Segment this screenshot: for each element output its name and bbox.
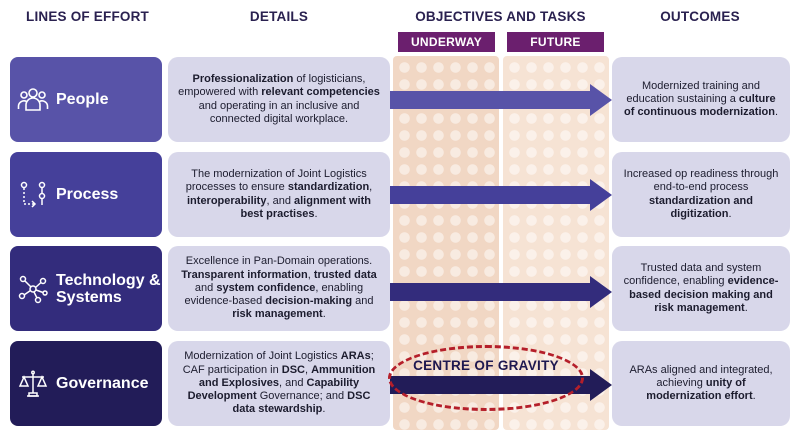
emphasis-text: unity of modernization effort [646, 376, 753, 403]
body-text: , [307, 268, 314, 281]
body-text: The modernization of Joint Logistics pro… [185, 168, 367, 194]
emphasis-text: interoperability [187, 194, 267, 207]
emphasis-text: decision-making [265, 295, 353, 308]
arrow-technology-systems [390, 276, 612, 308]
outcome-process: Increased op readiness through end-to-en… [612, 152, 790, 237]
header-objectives-and-tasks: OBJECTIVES AND TASKS [415, 9, 586, 24]
outcome-governance: ARAs aligned and integrated, achieving u… [612, 341, 790, 426]
body-text: and [194, 281, 217, 294]
emphasis-text: Transparent information [181, 268, 308, 281]
loe-technology-systems: Technology & Systems [10, 246, 162, 331]
body-text: . [752, 390, 756, 403]
outcome-text: Modernized training and education sustai… [620, 80, 782, 120]
loe-people: People [10, 57, 162, 142]
emphasis-text: DSC data stewardship [232, 390, 371, 416]
body-text: . [728, 207, 732, 220]
body-text: , and [278, 376, 307, 389]
network-nodes-icon [10, 274, 56, 304]
body-text: Increased op readiness through end-to-en… [623, 168, 779, 194]
details-text: Professionalization of logisticians, emp… [176, 73, 382, 126]
body-text: ; CAF participation in [182, 350, 374, 376]
arrow-process [390, 179, 612, 211]
emphasis-text: Ammunition and Explosives [198, 363, 376, 389]
body-text: . [744, 301, 748, 314]
details-process: The modernization of Joint Logistics pro… [168, 152, 390, 237]
body-text: , enabling evidence-based [184, 281, 364, 308]
header-lines-of-effort: LINES OF EFFORT [26, 9, 149, 24]
details-text: Modernization of Joint Logistics ARAs; C… [176, 350, 382, 416]
centre-of-gravity-label: CENTRE OF GRAVITY [413, 358, 559, 373]
emphasis-text: trusted data [313, 268, 377, 281]
body-text: Modernized training and education sustai… [626, 79, 761, 105]
emphasis-text: standardization [287, 181, 370, 194]
body-text: , [369, 181, 373, 194]
outcome-text: Increased op readiness through end-to-en… [620, 168, 782, 221]
arrow-people [390, 84, 612, 116]
details-governance: Modernization of Joint Logistics ARAs; C… [168, 341, 390, 426]
loe-process: Process [10, 152, 162, 237]
emphasis-text: DSC [281, 363, 305, 376]
emphasis-text: standardization and digitization [649, 194, 753, 220]
loe-label-technology-systems: Technology & Systems [56, 271, 161, 306]
body-text: Governance; and [256, 390, 348, 403]
emphasis-text: ARAs [340, 350, 371, 363]
centre-of-gravity-ellipse [388, 345, 584, 411]
header-outcomes: OUTCOMES [660, 9, 740, 24]
loe-label-governance: Governance [56, 375, 149, 392]
body-text: . [322, 308, 326, 321]
body-text: . [314, 207, 318, 220]
outcome-technology-systems: Trusted data and system confidence, enab… [612, 246, 790, 331]
emphasis-text: risk management [232, 308, 323, 321]
tag-future: FUTURE [507, 32, 604, 52]
loe-label-people: People [56, 91, 109, 108]
balance-scale-icon [10, 369, 56, 399]
body-text: of logisticians, empowered with [178, 73, 366, 99]
emphasis-text: relevant competencies [261, 86, 380, 99]
emphasis-text: Capability Development [187, 376, 360, 403]
header-details: DETAILS [249, 9, 309, 24]
body-text: ARAs aligned and integrated, achieving [629, 363, 773, 389]
emphasis-text: evidence-based decision making and risk … [629, 275, 779, 314]
emphasis-text: culture of continuous modernization [624, 92, 776, 119]
body-text: Modernization of Joint Logistics [184, 350, 341, 363]
details-people: Professionalization of logisticians, emp… [168, 57, 390, 142]
emphasis-text: Professionalization [192, 73, 294, 86]
process-flow-icon [10, 180, 56, 210]
people-group-icon [10, 86, 56, 114]
outcome-people: Modernized training and education sustai… [612, 57, 790, 142]
outcome-text: Trusted data and system confidence, enab… [620, 262, 782, 315]
body-text: and [352, 295, 374, 308]
details-text: The modernization of Joint Logistics pro… [176, 168, 382, 221]
emphasis-text: alignment with best practises [240, 194, 371, 220]
body-text: . [774, 106, 778, 119]
body-text: Trusted data and system confidence, enab… [623, 262, 762, 288]
body-text: . [322, 403, 326, 416]
emphasis-text: system confidence [216, 281, 316, 294]
body-text: , [304, 363, 312, 376]
outcome-text: ARAs aligned and integrated, achieving u… [620, 364, 782, 404]
body-text: and operating in an inclusive and connec… [198, 99, 360, 125]
details-technology-systems: Excellence in Pan-Domain operations. Tra… [168, 246, 390, 331]
details-text: Excellence in Pan-Domain operations. Tra… [176, 255, 382, 321]
tag-underway: UNDERWAY [398, 32, 495, 52]
loe-governance: Governance [10, 341, 162, 426]
body-text: Excellence in Pan-Domain operations. [185, 255, 373, 268]
body-text: , and [266, 194, 294, 207]
loe-label-process: Process [56, 186, 119, 203]
